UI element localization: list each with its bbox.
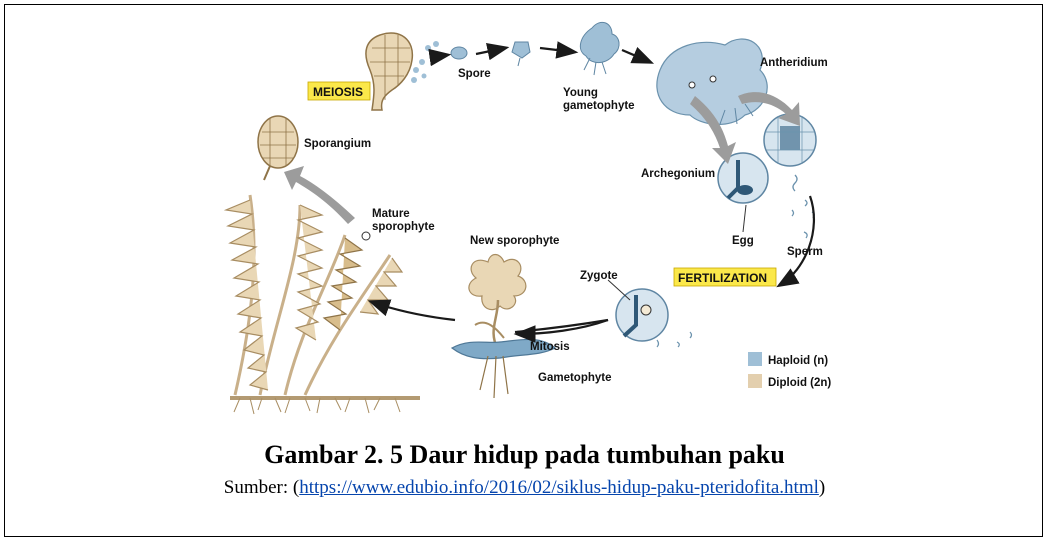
fern-life-cycle-diagram: MEIOSIS Spore Young gametophyte Antherid…: [0, 0, 1049, 440]
label-young-gametophyte-1: Young: [563, 87, 598, 99]
spore-illustration: [451, 47, 467, 59]
legend-diploid-swatch: [748, 374, 762, 388]
label-spore: Spore: [458, 68, 491, 80]
figure-caption: Gambar 2. 5 Daur hidup pada tumbuhan pak…: [0, 440, 1049, 470]
label-mature-sporophyte-2: sporophyte: [372, 221, 435, 233]
label-archegonium: Archegonium: [641, 168, 715, 180]
source-prefix: Sumber: (: [224, 477, 299, 498]
label-antheridium: Antheridium: [760, 57, 828, 69]
legend-diploid-label: Diploid (2n): [768, 377, 831, 389]
label-meiosis: MEIOSIS: [313, 85, 363, 99]
germinating-spore-illustration: [512, 42, 530, 66]
label-young-gametophyte-2: gametophyte: [563, 100, 635, 112]
young-gametophyte-illustration: [580, 22, 619, 75]
legend: Haploid (n) Diploid (2n): [748, 352, 831, 389]
label-mitosis: Mitosis: [530, 341, 570, 353]
sperm-illustration: [792, 175, 814, 238]
label-gametophyte: Gametophyte: [538, 372, 612, 384]
label-egg: Egg: [732, 235, 754, 247]
label-zygote: Zygote: [580, 270, 618, 282]
legend-haploid-swatch: [748, 352, 762, 366]
mature-gametophyte-illustration: [657, 39, 767, 124]
label-mature-sporophyte-1: Mature: [372, 208, 410, 220]
archegonium-illustration: [718, 153, 768, 232]
source-link[interactable]: https://www.edubio.info/2016/02/siklus-h…: [299, 477, 819, 498]
source-suffix: ): [819, 477, 825, 498]
bursting-sporangium-illustration: [366, 33, 439, 110]
label-sperm: Sperm: [787, 246, 823, 258]
figure-source: Sumber: (https://www.edubio.info/2016/02…: [0, 476, 1049, 500]
label-new-sporophyte: New sporophyte: [470, 235, 559, 247]
label-fertilization: FERTILIZATION: [678, 271, 767, 285]
label-sporangium: Sporangium: [304, 138, 371, 150]
legend-haploid-label: Haploid (n): [768, 355, 828, 367]
